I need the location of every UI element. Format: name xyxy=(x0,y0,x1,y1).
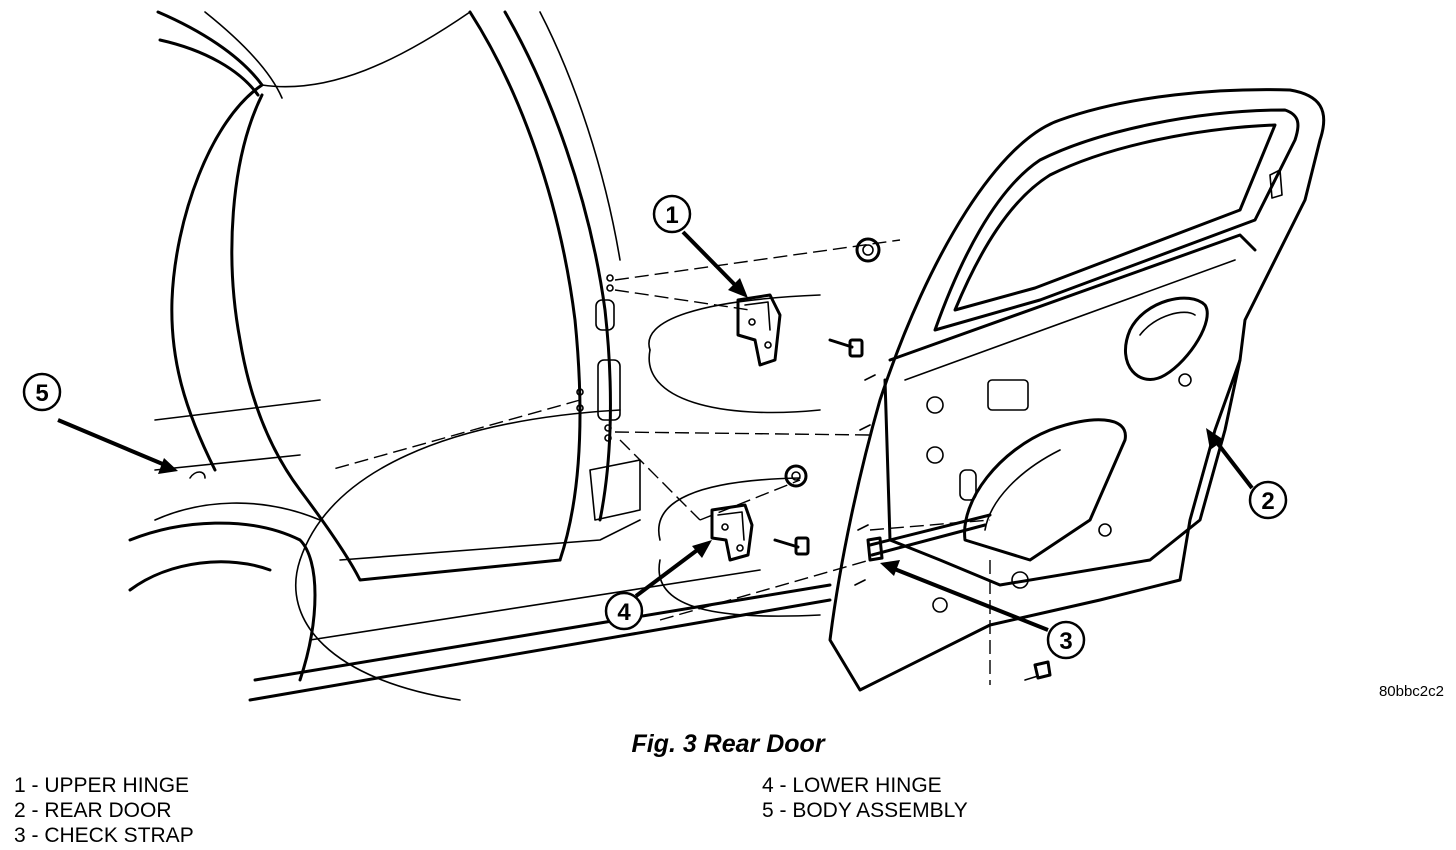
callout-5: 5 xyxy=(22,372,178,474)
phantom-outlines xyxy=(295,294,821,701)
legend-right: 4 - LOWER HINGE 5 - BODY ASSEMBLY xyxy=(762,773,968,823)
rear-door-diagram: 1 2 3 4 5 xyxy=(22,10,1326,702)
alignment-lines xyxy=(329,239,991,685)
callout-1: 1 xyxy=(652,194,748,298)
callout-4-label: 4 xyxy=(617,599,631,626)
legend-left: 1 - UPPER HINGE 2 - REAR DOOR 3 - CHECK … xyxy=(14,773,194,848)
lower-hinge-drawing xyxy=(710,464,810,562)
legend-item: 5 - BODY ASSEMBLY xyxy=(762,799,968,822)
callout-4: 4 xyxy=(604,540,712,631)
legend-item: 2 - REAR DOOR xyxy=(14,799,172,822)
callout-3-label: 3 xyxy=(1059,628,1072,655)
callout-5-label: 5 xyxy=(35,380,48,407)
rear-door-drawing xyxy=(828,88,1326,692)
callout-2: 2 xyxy=(1206,428,1288,520)
body-assembly-drawing xyxy=(128,10,832,702)
callout-1-label: 1 xyxy=(665,202,678,229)
check-strap-drawing xyxy=(866,513,1052,681)
callout-3: 3 xyxy=(880,560,1086,660)
callout-2-label: 2 xyxy=(1261,488,1274,515)
legend-item: 3 - CHECK STRAP xyxy=(14,824,194,847)
figure-caption: Fig. 3 Rear Door xyxy=(631,730,825,758)
figure-code: 80bbc2c2 xyxy=(1378,683,1444,700)
legend-item: 1 - UPPER HINGE xyxy=(14,774,190,797)
legend-item: 4 - LOWER HINGE xyxy=(762,774,942,797)
upper-hinge-drawing xyxy=(736,237,881,367)
